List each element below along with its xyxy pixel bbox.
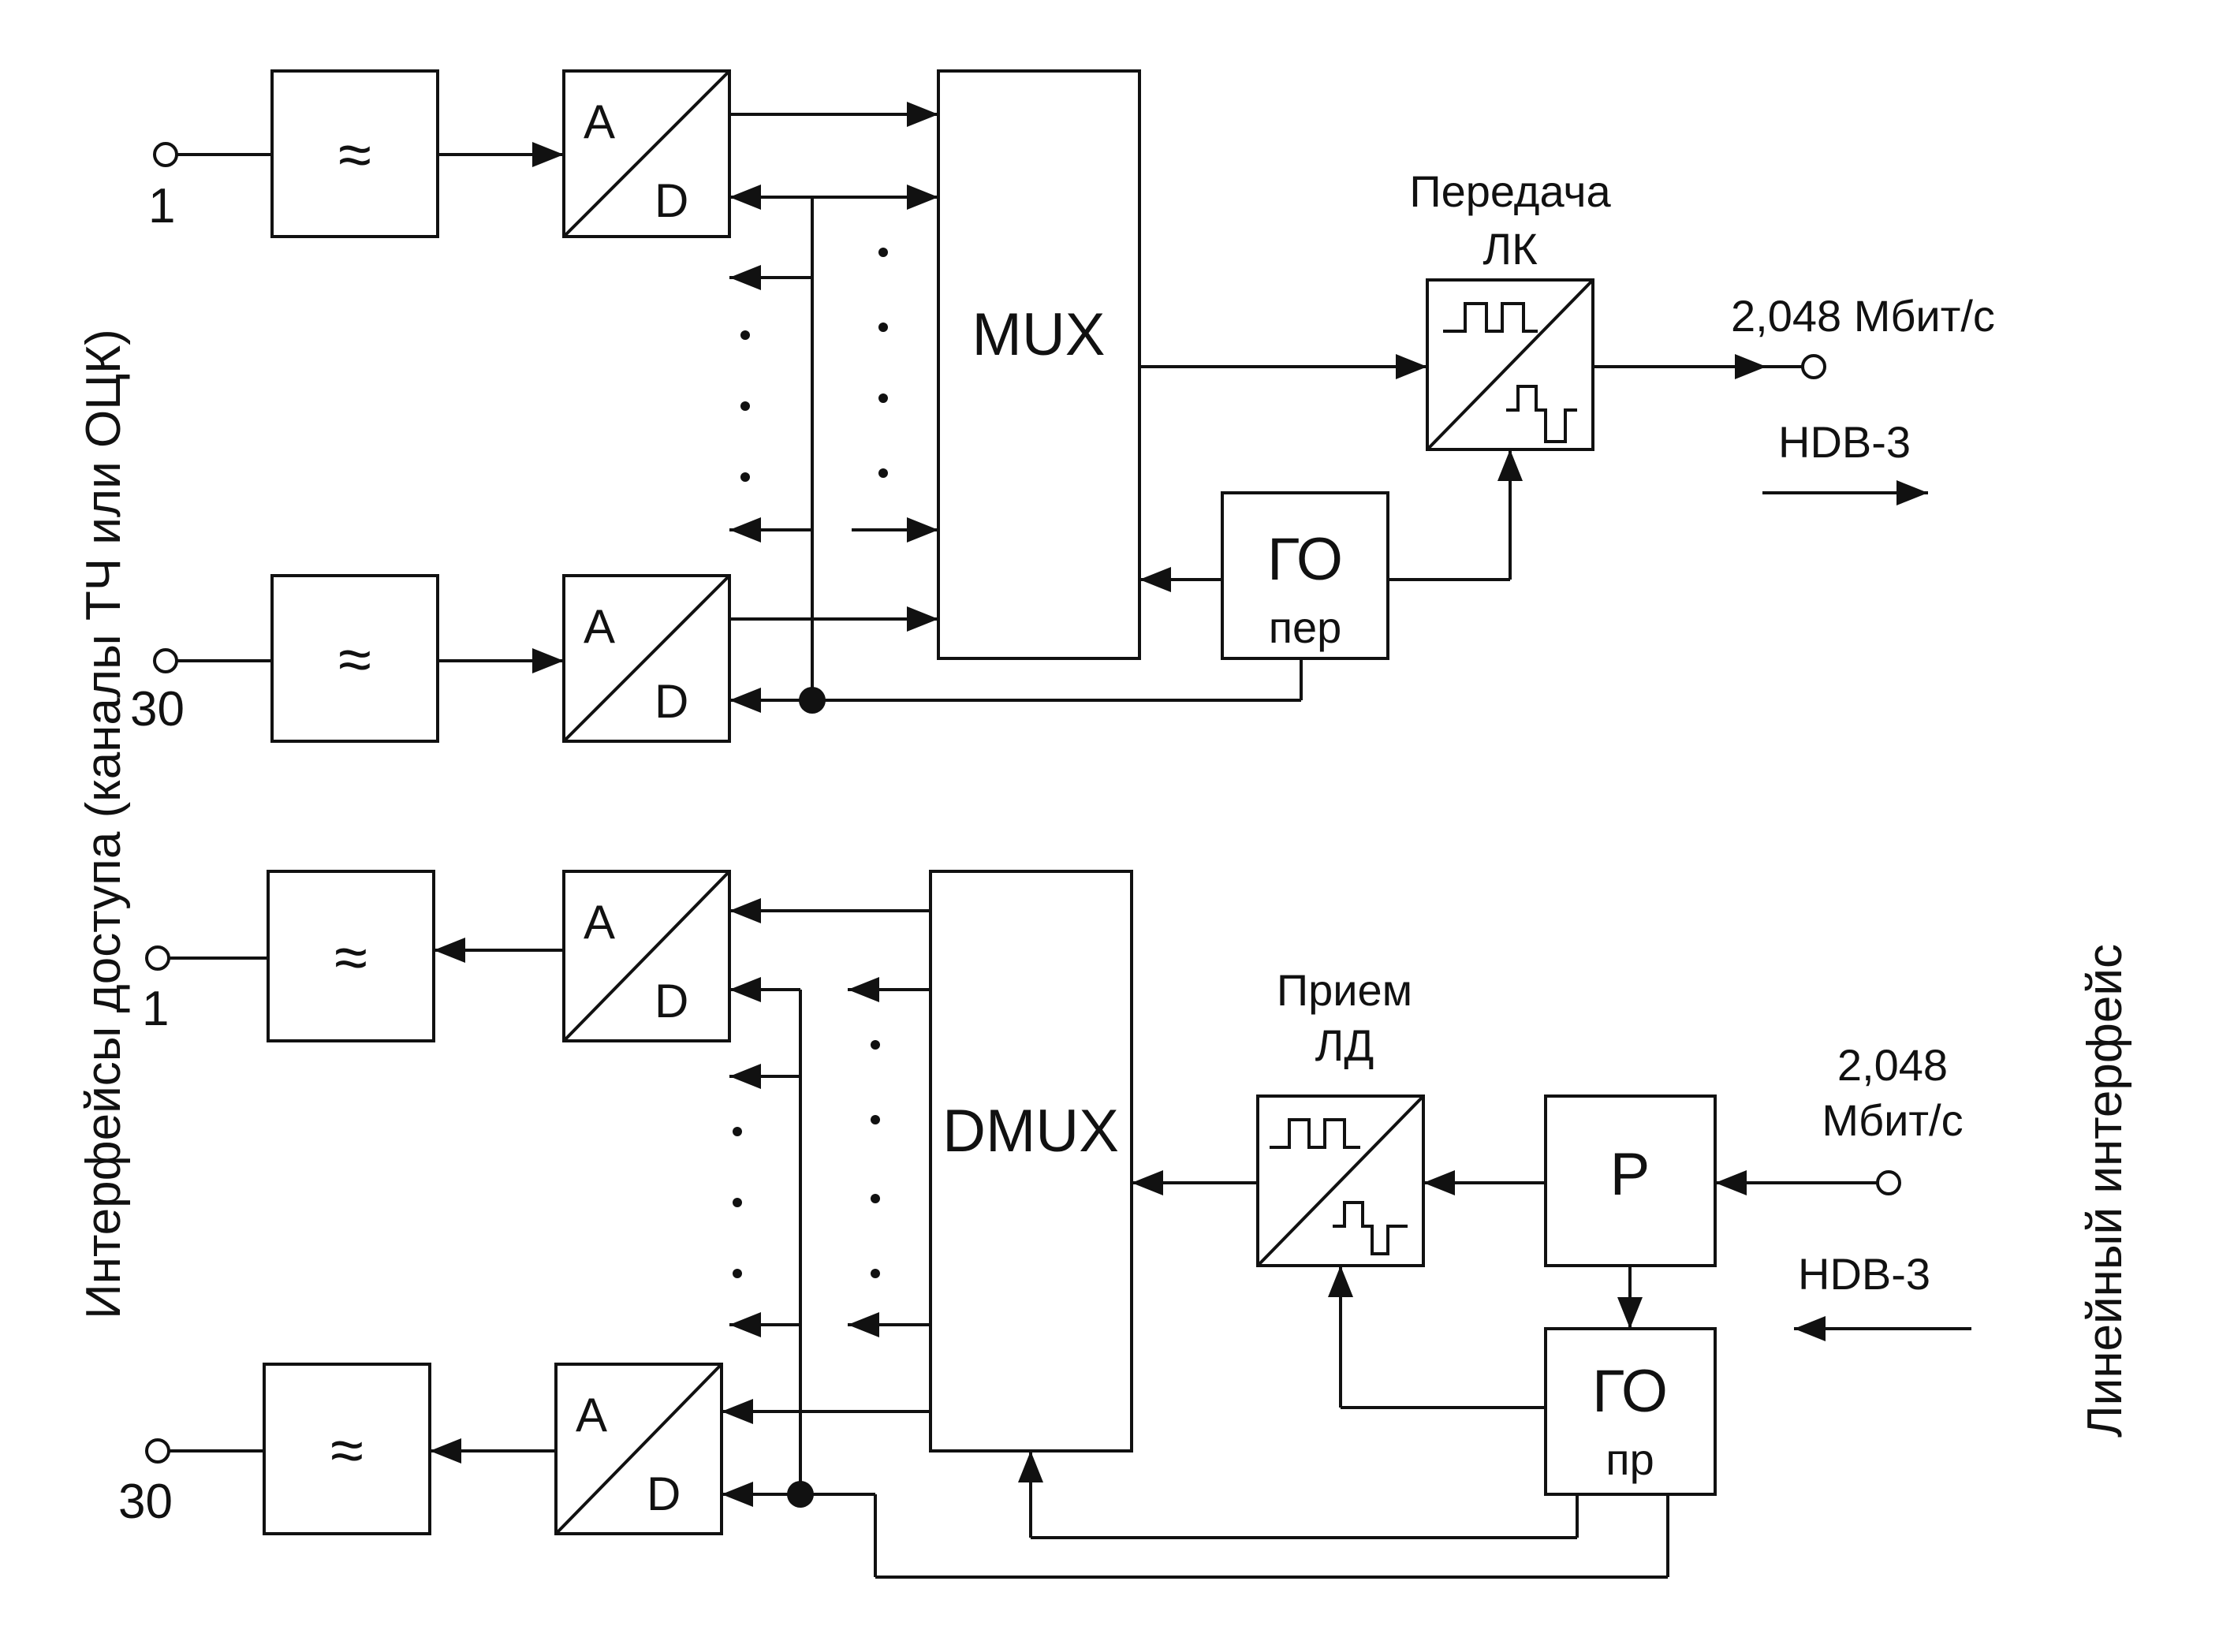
svg-text:A: A xyxy=(584,896,615,949)
mux-block: MUX xyxy=(937,69,1141,660)
ellipsis-dots xyxy=(740,248,888,482)
dmux-label: DMUX xyxy=(942,1098,1119,1165)
rx-output-1-label: 1 xyxy=(142,982,169,1036)
tx-adc-1: A D xyxy=(562,69,731,238)
rx-dac-1: A D xyxy=(562,870,731,1042)
tx-input-30-label: 30 xyxy=(130,682,185,737)
junction-dot xyxy=(799,687,826,714)
rx-channel-1: 1 ≈ A D xyxy=(142,870,931,1042)
rx-output-30-terminal xyxy=(145,1438,170,1464)
svg-text:пер: пер xyxy=(1269,602,1342,652)
rx-clock-bus xyxy=(722,977,1669,1579)
rx-decoder-subtitle: ЛД xyxy=(1315,1020,1374,1070)
lowpass-filter-icon: ≈ xyxy=(338,626,371,693)
rx-channel-30: 30 ≈ A D xyxy=(118,1363,931,1535)
tx-channel-1: 1 ≈ A D xyxy=(148,69,938,238)
lowpass-filter-icon: ≈ xyxy=(330,1417,364,1484)
tx-line-output-terminal xyxy=(1801,354,1826,379)
svg-text:Р: Р xyxy=(1610,1141,1650,1208)
rx-decoder-title: Прием xyxy=(1277,965,1412,1015)
rx-clock-generator: ГО пр xyxy=(1544,1327,1717,1496)
tx-coder-title: Передача xyxy=(1409,166,1611,216)
tx-coder-subtitle: ЛК xyxy=(1482,224,1538,274)
svg-text:D: D xyxy=(647,1467,681,1520)
tx-bitrate-label: 2,048 Мбит/с xyxy=(1731,291,1995,341)
rx-bitrate-label-1: 2,048 xyxy=(1837,1040,1948,1090)
tx-input-1-label: 1 xyxy=(148,179,175,233)
tx-code-label: HDB-3 xyxy=(1778,417,1911,467)
rx-lowpass-filter-1 xyxy=(267,870,435,1042)
svg-text:пр: пр xyxy=(1606,1434,1654,1484)
rx-lowpass-filter-30 xyxy=(263,1363,431,1535)
svg-text:A: A xyxy=(584,95,615,148)
regenerator-block: Р xyxy=(1544,1094,1717,1267)
rx-code-label: HDB-3 xyxy=(1798,1249,1930,1299)
rx-output-1-terminal xyxy=(145,945,170,971)
tx-input-30-terminal xyxy=(153,648,178,673)
svg-text:ГО: ГО xyxy=(1267,526,1343,593)
junction-dot xyxy=(787,1481,814,1508)
line-interface-label: Линейный интерфейс xyxy=(2078,944,2132,1438)
lowpass-filter-icon: ≈ xyxy=(338,121,371,188)
svg-text:A: A xyxy=(576,1389,607,1441)
tx-lowpass-filter-30 xyxy=(270,574,439,743)
rx-dac-30: A D xyxy=(554,1363,723,1535)
svg-text:D: D xyxy=(655,975,688,1027)
svg-text:A: A xyxy=(584,600,615,653)
access-interfaces-label: Интерфейсы доступа (каналы ТЧ или ОЦК) xyxy=(76,329,131,1319)
tx-line-coder xyxy=(1426,278,1594,451)
svg-text:D: D xyxy=(655,675,688,728)
tx-clock-generator: ГО пер xyxy=(1221,491,1389,660)
tx-clock-bus xyxy=(729,185,1303,714)
mux-label: MUX xyxy=(972,301,1106,368)
tx-channel-30: 30 ≈ A D xyxy=(130,574,938,743)
svg-text:ГО: ГО xyxy=(1592,1358,1668,1425)
ellipsis-dots xyxy=(733,1040,880,1278)
rx-line-input-terminal xyxy=(1876,1170,1901,1195)
tx-adc-30: A D xyxy=(562,574,731,743)
dmux-block: DMUX xyxy=(929,870,1133,1452)
tx-input-1-terminal xyxy=(153,142,178,167)
svg-text:D: D xyxy=(655,174,688,227)
rx-bitrate-label-2: Мбит/с xyxy=(1822,1095,1963,1145)
rx-line-decoder xyxy=(1256,1094,1425,1267)
rx-output-30-label: 30 xyxy=(118,1475,173,1529)
lowpass-filter-icon: ≈ xyxy=(334,924,367,991)
